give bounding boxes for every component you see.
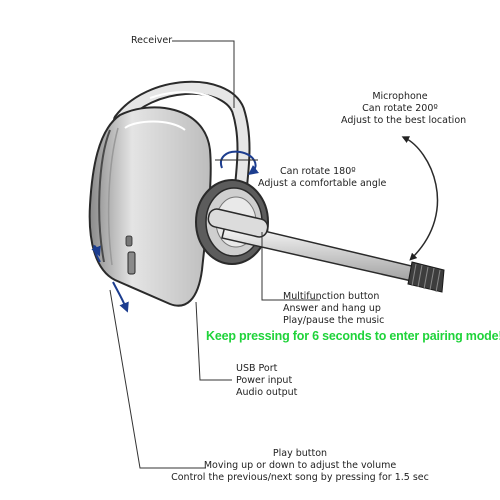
earhook-label-line2: Adjust a comfortable angle — [258, 178, 387, 189]
usb-label: USB Port Power input Audio output — [236, 363, 297, 399]
microphone-label-line2: Can rotate 200º — [362, 103, 438, 114]
headset-body — [88, 106, 212, 307]
mic-rotation-arrow-icon — [401, 136, 439, 261]
play-button-label-line2: Moving up or down to adjust the volume — [203, 460, 397, 471]
earhook-label: Can rotate 180º Adjust a comfortable ang… — [258, 166, 386, 190]
earhook-label-line1: Can rotate 180º — [280, 166, 356, 177]
mic-tip-icon — [407, 261, 445, 293]
microphone-label: Microphone Can rotate 200º Adjust to the… — [341, 91, 467, 127]
ear-hook — [113, 80, 251, 202]
multifunction-label: Multifunction button Answer and hang up … — [283, 291, 384, 327]
play-button-label: Play button Moving up or down to adjust … — [150, 448, 450, 484]
body-tilt-arrows-icon — [91, 245, 129, 313]
usb-label-line2: Power input — [236, 375, 293, 386]
multifunction-label-line2: Answer and hang up — [283, 303, 381, 314]
multifunction-label-line3: Play/pause the music — [283, 315, 385, 326]
microphone-label-line1: Microphone — [372, 91, 428, 102]
multifunction-label-line1: Multifunction button — [283, 291, 380, 302]
side-play-button — [125, 235, 136, 275]
microphone-label-line3: Adjust to the best location — [341, 115, 467, 126]
boom-microphone — [207, 208, 445, 293]
pairing-mode-banner: Keep pressing for 6 seconds to enter pai… — [206, 329, 500, 343]
leader-lines — [109, 40, 320, 469]
hook-rotation-arrow-icon — [215, 150, 260, 176]
play-button-label-line3: Control the previous/next song by pressi… — [171, 472, 429, 483]
usb-label-line1: USB Port — [236, 363, 278, 374]
usb-label-line3: Audio output — [236, 387, 298, 398]
play-button-label-line1: Play button — [272, 448, 328, 459]
receiver-label: Receiver — [131, 35, 173, 46]
